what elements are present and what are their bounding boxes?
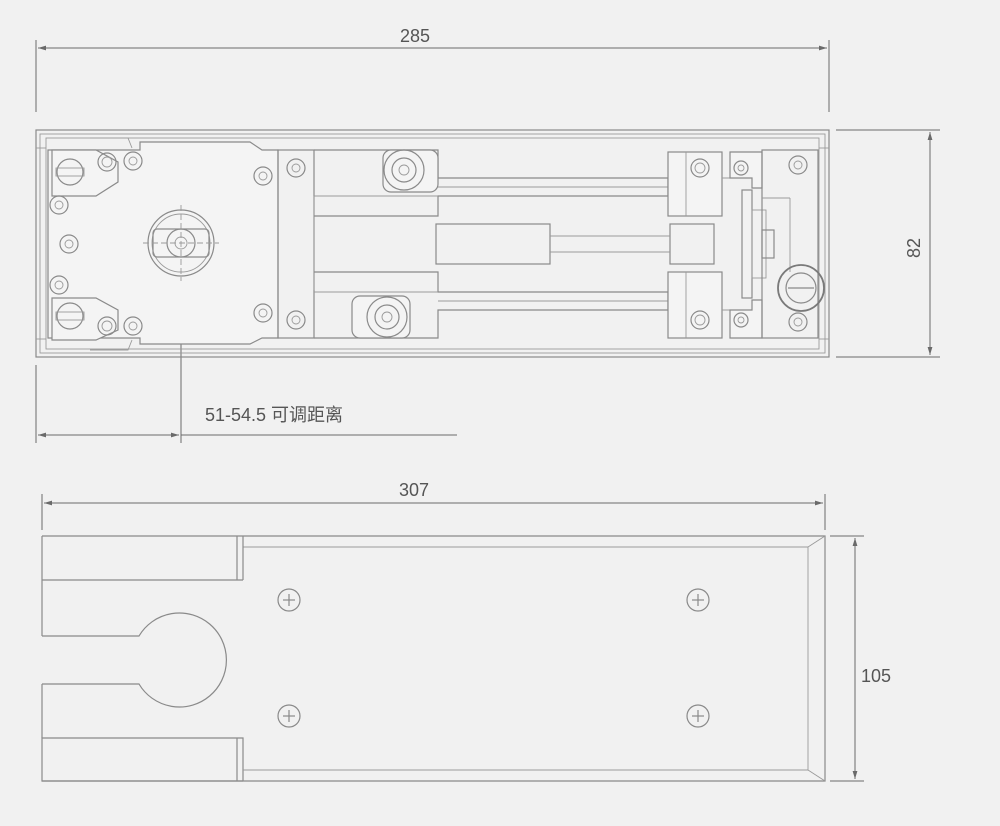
cover-screw-top-left: [277, 588, 301, 612]
dimension-82: 82: [836, 129, 940, 358]
closer-body-top-view: [35, 129, 830, 358]
dimension-label-285: 285: [400, 26, 430, 46]
dimension-label-adjustable: 51-54.5 可调距离: [205, 405, 343, 425]
cover-plate-bottom-view: [41, 535, 826, 782]
dimension-label-105: 105: [861, 666, 891, 686]
dimension-adjustable: 51-54.5 可调距离: [35, 205, 457, 443]
dimension-label-82: 82: [904, 238, 924, 258]
cover-screw-top-right: [686, 588, 710, 612]
dimension-285: 285: [35, 26, 830, 112]
dimension-label-307: 307: [399, 480, 429, 500]
dimension-307: 307: [41, 480, 826, 530]
cover-screw-bottom-left: [277, 704, 301, 728]
dimension-105: 105: [830, 535, 891, 782]
cover-screw-bottom-right: [686, 704, 710, 728]
